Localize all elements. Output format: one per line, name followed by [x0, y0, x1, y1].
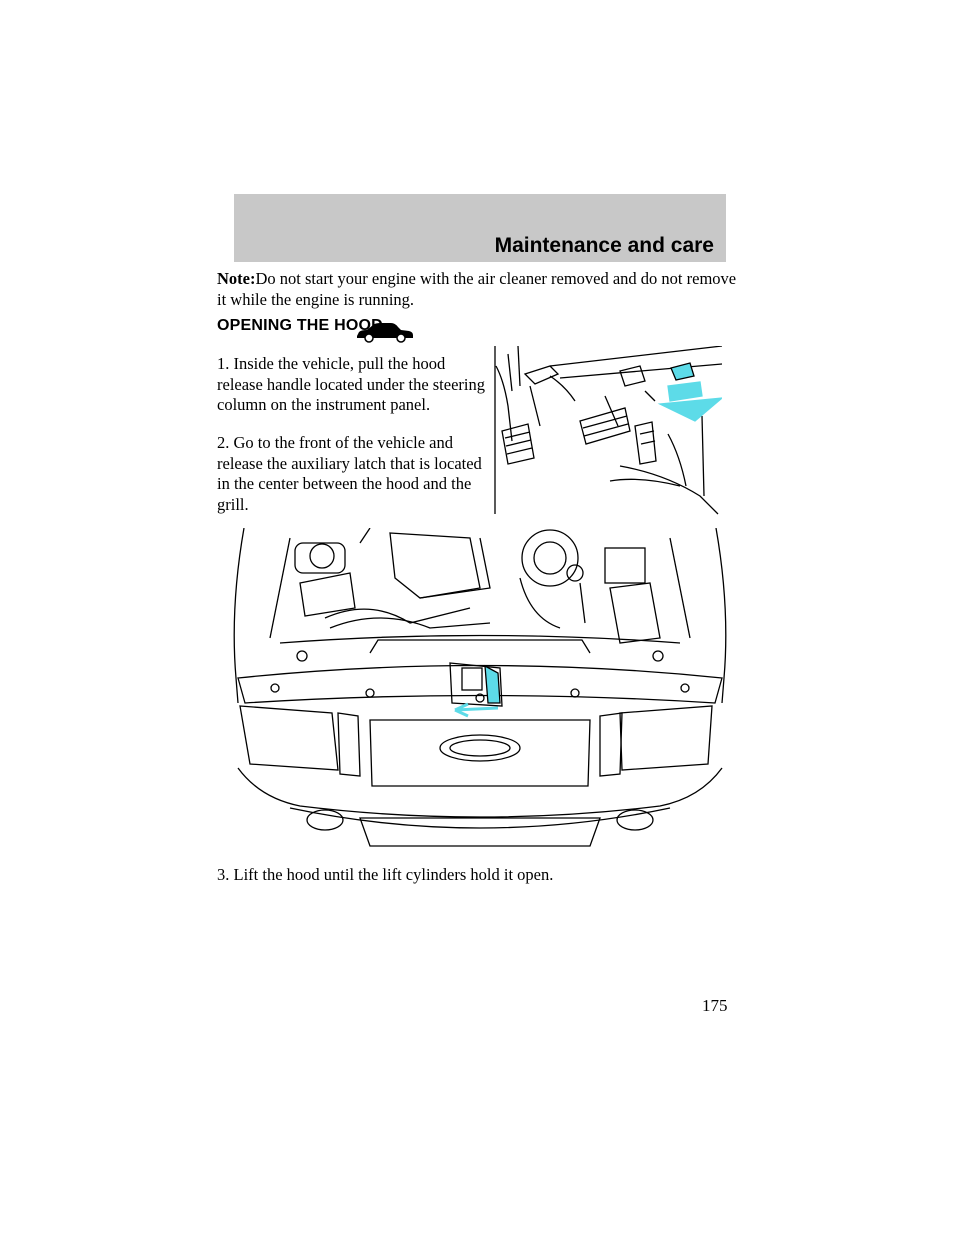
note-paragraph: Note:Do not start your engine with the a…: [217, 268, 737, 310]
header-band: Maintenance and care: [234, 194, 726, 262]
note-text: Do not start your engine with the air cl…: [217, 269, 737, 309]
car-icon: [357, 323, 413, 343]
step-2: 2. Go to the front of the vehicle and re…: [217, 433, 482, 514]
page-number: 175: [702, 996, 728, 1015]
section-title: Maintenance and care: [494, 234, 714, 257]
note-label: Note:: [217, 269, 256, 288]
step-3: 3. Lift the hood until the lift cylinder…: [217, 865, 554, 884]
section-heading: OPENING THE HOOD: [217, 317, 383, 334]
engine-bay-illustration: [233, 528, 727, 847]
step-1: 1. Inside the vehicle, pull the hood rel…: [217, 354, 485, 414]
hood-release-illustration: [494, 346, 722, 515]
